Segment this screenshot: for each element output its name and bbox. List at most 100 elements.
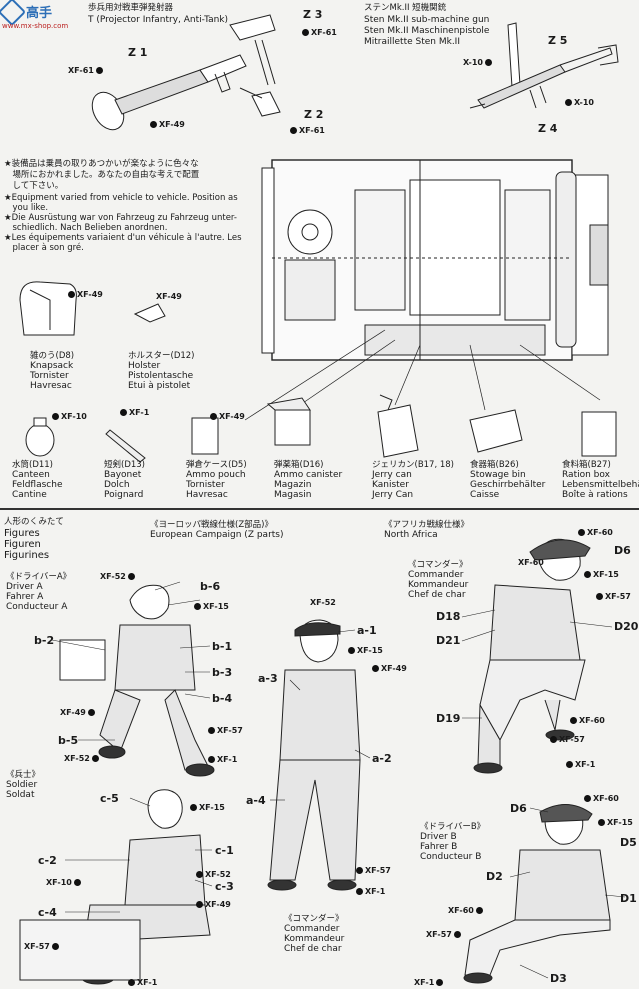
figure-driver-a [59,584,215,777]
paint-xf61-a: XF-61 [302,28,337,37]
sten-title-de: Sten Mk.II Maschinenpistole [364,26,490,36]
so-c4: c-4 [38,906,57,919]
cn-xf60-c: XF-60 [570,716,605,725]
paint-xf61-b: XF-61 [68,66,105,75]
sten-drawing [469,22,619,109]
vehicle-topview [261,159,609,361]
da-xf1: XF-1 [208,755,237,764]
ce-xf15: XF-15 [348,646,383,655]
piat-title-en: T (Projector Infantry, Anti-Tank) [88,15,229,25]
db-d2: D2 [486,870,503,883]
da-b4: b-4 [212,692,233,705]
da-b3: b-3 [212,666,233,679]
db-d3: D3 [550,972,567,985]
so-xf10: XF-10 [46,878,83,887]
db-xf15: XF-15 [598,818,633,827]
ration-box-label: 食料箱(B27)Ration boxLebensmittelbehälterBo… [562,460,639,500]
so-xf49: XF-49 [196,900,231,909]
cn-d19: D19 [436,712,461,725]
ce-xf57: XF-57 [356,866,391,875]
paint-xf49-piat: XF-49 [150,120,185,129]
canteen-paint: XF-10 [52,412,87,421]
so-xf52: XF-52 [196,870,231,879]
piat-title-jp: 歩兵用対戦車弾発射器 [88,3,174,13]
cn-xf57-a: XF-57 [596,592,631,601]
part-z4: Z 4 [538,122,558,135]
paint-x10-a: X-10 [463,58,494,67]
note-en-1: ★Equipment varied from vehicle to vehicl… [4,193,238,203]
cn-d6: D6 [614,544,631,557]
db-d6: D6 [510,802,527,815]
ce-a3: a-3 [258,672,278,685]
sten-title-fr: Mitraillette Sten Mk.II [364,37,460,47]
cn-xf57-b: XF-57 [550,735,585,744]
part-z5: Z 5 [548,34,568,47]
so-c2: c-2 [38,854,57,867]
da-b5: b-5 [58,734,79,747]
cn-xf60-a: XF-60 [578,528,613,537]
note-de-2: schiedlich. Nach Belieben anordnen. [4,223,168,233]
figure-soldier [19,789,211,985]
piat-drawing [91,14,281,131]
note-jp-3: して下さい。 [4,181,64,191]
so-c5: c-5 [100,792,119,805]
cn-d18: D18 [436,610,461,623]
ce-a2: a-2 [372,752,392,765]
figure-driver-b [463,804,611,984]
sten-title-jp: ステンMk.II 短機関銃 [364,3,447,13]
so-xf1: XF-1 [128,978,157,987]
logo-text: 高手 [26,6,53,21]
figure-leaders [51,581,626,979]
db-d5: D5 [620,836,637,849]
cn-d20: D20 [614,620,639,633]
db-d1: D1 [620,892,637,905]
so-c3: c-3 [215,880,234,893]
ce-a4: a-4 [246,794,266,807]
db-xf60-b: XF-60 [448,906,485,915]
so-xf15: XF-15 [190,803,225,812]
ce-a1: a-1 [357,624,377,637]
part-z2: Z 2 [304,108,324,121]
cn-xf15: XF-15 [584,570,619,579]
knapsack-paint: XF-49 [68,290,103,299]
db-xf57: XF-57 [426,930,463,939]
note-jp-2: 場所におかれました。あなたの自由な考えで配置 [4,170,200,180]
paint-x10-b: X-10 [565,98,594,107]
figure-commander-eu [267,619,361,891]
cn-xf1: XF-1 [566,760,595,769]
note-fr-2: placer à son gré. [4,243,84,253]
note-jp-1: ★装備品は乗員の取りあつかいが楽なように色々な [4,159,199,169]
logo-url: www.mx-shop.com [2,22,69,30]
figure-commander-na [473,538,591,774]
da-b6: b-6 [200,580,221,593]
part-z3: Z 3 [303,8,323,21]
note-en-2: you like. [4,203,49,213]
bayonet-paint: XF-1 [120,408,149,417]
so-c1: c-1 [215,844,234,857]
ce-xf49: XF-49 [372,664,407,673]
note-de-1: ★Die Ausrüstung war von Fahrzeug zu Fahr… [4,213,237,223]
db-xf1: XF-1 [414,978,445,987]
da-xf52-b: XF-52 [64,754,101,763]
note-fr-1: ★Les équipements variaient d'un véhicule… [4,233,242,243]
european-title: 《ヨーロッパ戦線仕様(Z部品)》European Campaign (Z par… [150,520,284,540]
da-xf49: XF-49 [60,708,97,717]
ce-xf1: XF-1 [356,887,385,896]
da-b2: b-2 [34,634,55,647]
ce-xf52: XF-52 [310,598,336,607]
da-xf52-a: XF-52 [100,572,137,581]
da-xf15: XF-15 [194,602,229,611]
